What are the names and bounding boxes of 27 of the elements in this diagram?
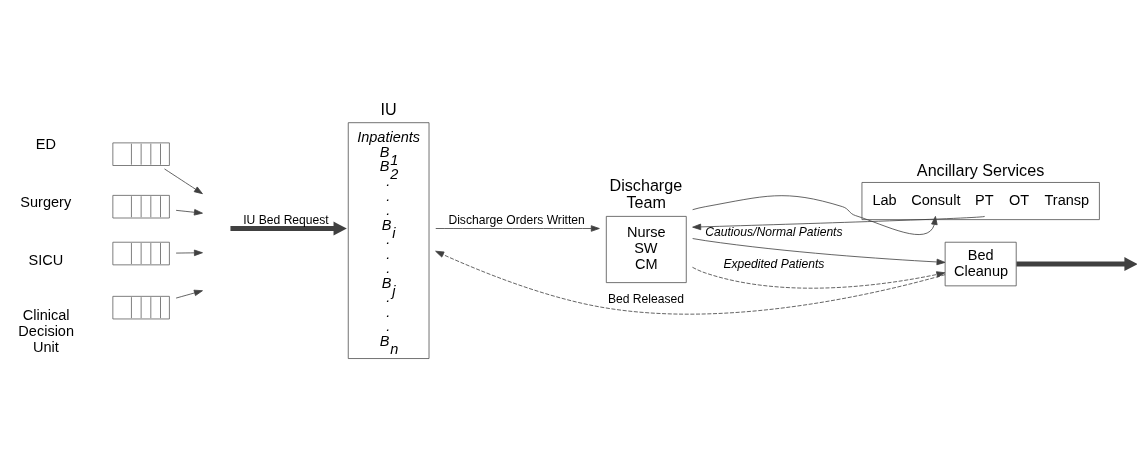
arrow — [164, 168, 203, 194]
arrow — [175, 208, 203, 215]
edge-label: IU Bed Request — [243, 212, 329, 227]
node-text: Clinical Decision Unit — [18, 306, 75, 355]
node-box: Bed Cleanup — [944, 241, 1017, 286]
node-text: ED — [35, 135, 56, 152]
edge-label: Bed Released — [607, 291, 684, 306]
node-label: Discharge Team — [609, 175, 683, 211]
node-box: Nurse SW CM — [605, 215, 687, 283]
node-box: Lab Consult PT OT Transp — [861, 181, 1100, 220]
arrow — [435, 250, 946, 314]
edge-label: Expedited Patients — [723, 256, 825, 271]
arrow — [692, 237, 946, 265]
node-text: Surgery — [20, 193, 72, 210]
edge-label: Discharge Orders Written — [448, 212, 585, 227]
edge-label: Cautious/Normal Patients — [705, 224, 843, 239]
arrow — [175, 249, 203, 256]
arrow — [175, 289, 203, 298]
arrow — [692, 266, 946, 289]
node-label: Ancillary Services — [916, 160, 1045, 179]
arrow — [692, 194, 938, 235]
arrow — [1016, 256, 1137, 271]
node-label: IU — [380, 99, 397, 118]
arrow — [692, 215, 986, 230]
arrow — [230, 221, 347, 235]
node-text: SICU — [28, 251, 64, 268]
arrow — [435, 224, 600, 232]
